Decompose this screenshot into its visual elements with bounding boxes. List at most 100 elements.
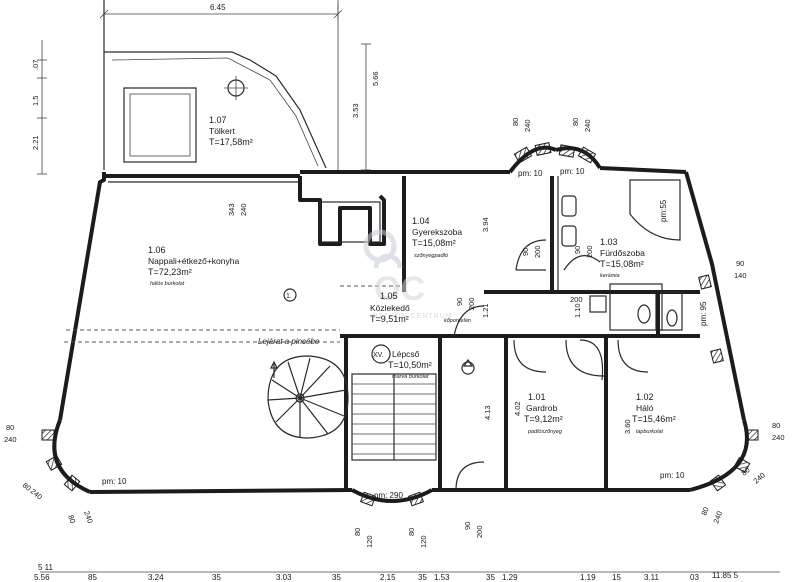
outer-walls [52, 145, 749, 503]
svg-text:343: 343 [227, 203, 236, 216]
svg-text:Lépcső: Lépcső [392, 349, 420, 359]
svg-text:1.07: 1.07 [209, 115, 227, 125]
entrance-marker-icon [461, 361, 475, 375]
svg-text:80: 80 [699, 506, 710, 517]
svg-text:T=17,58m²: T=17,58m² [209, 137, 253, 147]
svg-text:3.11: 3.11 [644, 573, 660, 582]
svg-text:Háló: Háló [636, 403, 654, 413]
door-corridor [453, 305, 485, 337]
svg-text:Közlekedő: Közlekedő [370, 303, 410, 313]
svg-text:240: 240 [82, 510, 95, 525]
living-dash-lines [64, 285, 404, 343]
svg-text:80: 80 [407, 528, 416, 536]
room-label-107: 1.07 Tölkert T=17,58m² [209, 115, 253, 147]
svg-text:szőnyegpadló: szőnyegpadló [414, 253, 448, 259]
svg-text:240: 240 [239, 203, 248, 216]
svg-text:200: 200 [475, 525, 484, 538]
svg-text:lapburkolat: lapburkolat [636, 429, 663, 435]
svg-text:padlószőnyeg: padlószőnyeg [527, 429, 563, 435]
svg-text:120: 120 [419, 535, 428, 548]
svg-text:35: 35 [212, 573, 221, 582]
svg-text:200: 200 [467, 297, 476, 310]
svg-text:pm:55: pm:55 [659, 199, 668, 222]
svg-text:4.02: 4.02 [513, 401, 522, 416]
dim-566: 5.66 [371, 71, 380, 86]
svg-text:2.15: 2.15 [380, 573, 396, 582]
svg-text:1.06: 1.06 [148, 245, 166, 255]
door-101b [565, 339, 605, 377]
svg-text:1.21: 1.21 [481, 303, 490, 318]
window-marks: pm: 10 pm: 10 pm:55 pm: 95 pm: 10 pm: 10… [102, 167, 708, 500]
svg-text:35: 35 [486, 573, 495, 582]
svg-text:90: 90 [521, 248, 530, 256]
svg-text:1.02: 1.02 [636, 392, 654, 402]
svg-text:pm: 95: pm: 95 [699, 301, 708, 326]
circle-mark: 1. [283, 288, 297, 302]
svg-text:kőporcelán: kőporcelán [444, 318, 471, 324]
svg-text:5 11: 5 11 [38, 563, 54, 572]
room-label-xv: XV. Lépcső T=10,50m² márvá burkolat [371, 344, 432, 380]
svg-text:Tölkert: Tölkert [209, 126, 236, 136]
svg-text:pm: 10: pm: 10 [660, 471, 685, 480]
toilet-icon [637, 304, 651, 324]
svg-text:80: 80 [353, 528, 362, 536]
svg-text:T=15,08m²: T=15,08m² [600, 259, 644, 269]
svg-text:pm: 10: pm: 10 [102, 477, 127, 486]
svg-text:140: 140 [734, 271, 747, 280]
dim-15: 1.5 [31, 96, 40, 106]
svg-text:240: 240 [583, 119, 592, 132]
svg-text:1.05: 1.05 [380, 291, 398, 301]
top-dimension: 6.45 [99, 3, 343, 20]
svg-text:Fürdőszoba: Fürdőszoba [600, 248, 645, 258]
svg-text:3.94: 3.94 [481, 217, 490, 232]
svg-text:OC: OC [374, 270, 425, 308]
door-102 [617, 339, 649, 373]
room-label-102: 1.02 Háló T=15,46m² lapburkolat [632, 392, 676, 435]
dim-top: 6.45 [210, 3, 226, 12]
svg-text:240: 240 [29, 487, 44, 502]
terrace-dimensions: 5.66 3.53 [337, 0, 380, 171]
svg-text:80: 80 [571, 118, 580, 126]
door-101 [513, 339, 547, 373]
svg-text:90: 90 [455, 298, 464, 306]
svg-text:T=15,08m²: T=15,08m² [412, 238, 456, 248]
svg-text:240: 240 [523, 119, 532, 132]
svg-text:15: 15 [612, 573, 621, 582]
stair-note: Lejárat a pincébe [258, 337, 320, 346]
straight-stair [351, 358, 475, 461]
svg-text:márvá burkolat: márvá burkolat [392, 374, 429, 380]
svg-text:1.29: 1.29 [502, 573, 518, 582]
door-103 [563, 255, 601, 271]
svg-text:1.04: 1.04 [412, 216, 430, 226]
washbasin-icon-2 [561, 225, 577, 247]
svg-text:kerámia: kerámia [600, 273, 620, 279]
bottom-dimension-chain: 5 11 5.56 85 3.24 35 3.03 35 2.15 35 1.5… [34, 563, 780, 582]
watermark-logo: OC OTTHON CENTRUM [363, 229, 453, 320]
svg-text:90: 90 [573, 246, 582, 254]
svg-text:1.10: 1.10 [573, 303, 582, 318]
svg-text:XV.: XV. [373, 352, 384, 359]
svg-text:Nappali+étkező+konyha: Nappali+étkező+konyha [148, 256, 239, 266]
svg-text:1.01: 1.01 [528, 392, 546, 402]
svg-text:03: 03 [690, 573, 699, 582]
svg-text:OTTHON CENTRUM: OTTHON CENTRUM [372, 313, 453, 320]
svg-text:1.19: 1.19 [580, 573, 596, 582]
svg-text:3.03: 3.03 [276, 573, 292, 582]
svg-text:4.13: 4.13 [483, 405, 492, 420]
door-closet [579, 339, 604, 381]
interior-walls [298, 176, 700, 490]
svg-text:T=10,50m²: T=10,50m² [388, 360, 432, 370]
door-104 [515, 239, 547, 271]
svg-text:200: 200 [585, 245, 594, 258]
svg-text:hálós burkolat: hálós burkolat [150, 281, 185, 287]
svg-text:240: 240 [4, 435, 17, 444]
bathtub-icon [629, 179, 681, 241]
terrace-outline [103, 0, 327, 170]
svg-text:80: 80 [66, 514, 77, 525]
svg-text:80: 80 [772, 421, 780, 430]
door-entrance [455, 461, 485, 491]
svg-text:90: 90 [463, 522, 472, 530]
svg-text:pm: 290: pm: 290 [374, 491, 403, 500]
svg-text:80: 80 [6, 423, 14, 432]
